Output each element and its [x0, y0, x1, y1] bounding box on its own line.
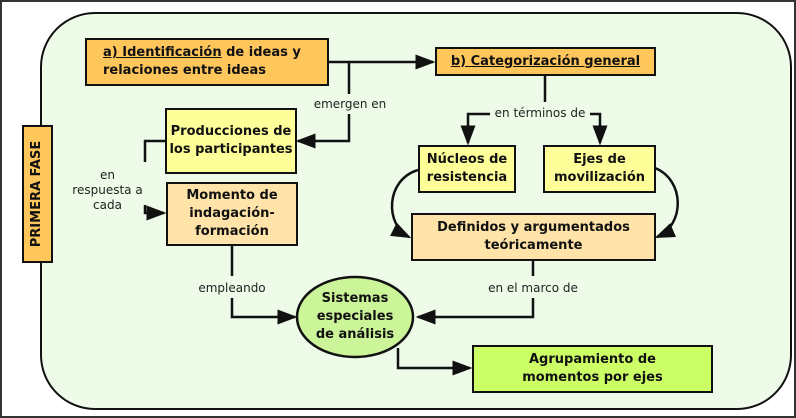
- sistemas-text: Sistemas especiales de análisis: [315, 291, 395, 342]
- node-ejes: Ejes de movilización: [543, 145, 656, 193]
- edge-label-terminos: en términos de: [494, 106, 586, 120]
- identificacion-underlined: a) Identificación: [103, 45, 222, 60]
- identificacion-rest: de ideas y relaciones entre ideas: [103, 45, 301, 78]
- node-sistemas: Sistemas especiales de análisis: [310, 284, 400, 350]
- arrow-to-sistemas-right: [415, 298, 535, 325]
- arrow-to-sistemas-left: [230, 298, 298, 325]
- arrow-to-agrupamiento: [396, 348, 473, 376]
- node-definidos: Definidos y argumentados teóricamente: [411, 213, 656, 261]
- definidos-text: Definidos y argumentados teóricamente: [437, 220, 630, 253]
- momento-text: Momento de indagación-formación: [186, 188, 278, 239]
- agrupamiento-text: Agrupamiento de momentos por ejes: [522, 352, 663, 385]
- edge-label-respuesta: en respuesta a cada: [72, 168, 143, 212]
- sistemas-ellipse: [295, 275, 415, 359]
- node-agrupamiento: Agrupamiento de momentos por ejes: [472, 345, 713, 393]
- node-producciones: Producciones de los participantes: [165, 108, 297, 174]
- categorizacion-text: b) Categorización general: [450, 53, 641, 69]
- arrow-to-momento: [143, 205, 167, 221]
- phase-label: PRIMERA FASE: [29, 140, 45, 248]
- producciones-text: Producciones de los participantes: [169, 124, 293, 157]
- phase-label-box: PRIMERA FASE: [22, 125, 53, 263]
- edge-label-marco: en el marco de: [488, 281, 578, 295]
- line-producciones-left: [143, 139, 165, 162]
- edge-label-emergen: emergen en: [313, 97, 387, 111]
- curve-ejes-definidos: [654, 166, 679, 239]
- node-identificacion: a) Identificación de ideas y relaciones …: [85, 38, 329, 86]
- nucleos-text: Núcleos de resistencia: [426, 152, 508, 185]
- node-nucleos: Núcleos de resistencia: [418, 145, 516, 193]
- arrow-to-nucleos: [460, 112, 490, 146]
- curve-nucleos-definidos: [389, 168, 419, 239]
- edge-label-empleando: empleando: [198, 281, 266, 295]
- arrow-to-ejes: [590, 112, 608, 146]
- node-momento: Momento de indagación-formación: [166, 182, 298, 246]
- ejes-text: Ejes de movilización: [554, 152, 646, 185]
- arrow-to-producciones: [295, 114, 351, 149]
- node-categorizacion: b) Categorización general: [435, 47, 656, 76]
